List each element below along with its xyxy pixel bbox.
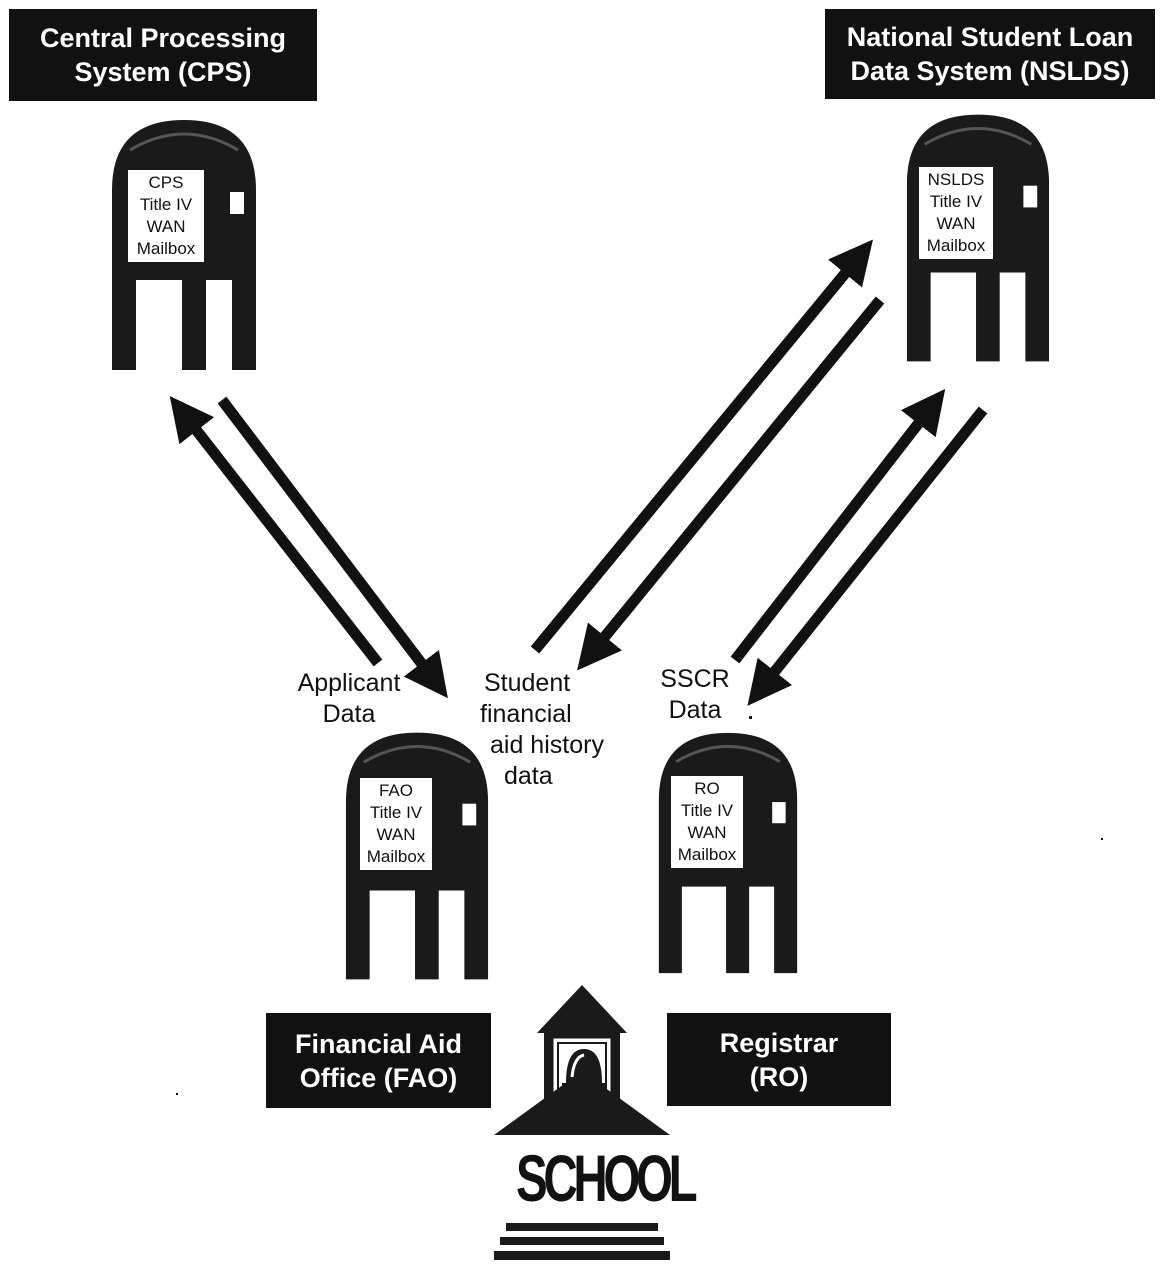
- mailbox-text-0: FAO: [378, 781, 413, 800]
- school-building: SCHOOL: [492, 985, 698, 1270]
- mailbox-text-3: Mailbox: [136, 239, 196, 258]
- mailbox-text-0: CPS: [148, 173, 184, 192]
- school-word: SCHOOL: [516, 1141, 698, 1215]
- flow-text-line: data: [504, 762, 553, 790]
- mailbox-text-2: WAN: [936, 214, 976, 233]
- ro-mailbox-label: RO Title IV WAN Mailbox: [671, 776, 743, 868]
- mailbox-text-1: Title IV: [369, 803, 423, 822]
- cps-title-line2: System (CPS): [74, 57, 252, 87]
- mailbox-text-0: RO: [694, 779, 720, 798]
- fao-mailbox-label: FAO Title IV WAN Mailbox: [360, 778, 432, 870]
- cps-mailbox-label: CPS Title IV WAN Mailbox: [128, 170, 204, 262]
- ro-office-line1: Registrar: [719, 1027, 839, 1058]
- arrow-applicant-to-cps: [169, 395, 383, 667]
- cps-mailbox: CPS Title IV WAN Mailbox: [108, 120, 260, 370]
- arrow-nslds-to-fao: [577, 296, 885, 671]
- arrow-nslds-to-ro: [747, 406, 988, 706]
- cps-title-box: Central Processing System (CPS): [9, 9, 317, 101]
- fao-office-box: Financial Aid Office (FAO): [266, 1013, 491, 1108]
- cps-title-line1: Central Processing: [39, 23, 287, 53]
- student-aid-history-label: Student financial aid history data: [468, 668, 628, 792]
- nslds-title-box: National Student Loan Data System (NSLDS…: [825, 9, 1155, 99]
- mailbox-text-3: Mailbox: [677, 845, 737, 864]
- speck: [1101, 838, 1103, 840]
- nslds-mailbox-label: NSLDS Title IV WAN Mailbox: [919, 167, 993, 259]
- fao-office-line1: Financial Aid: [294, 1028, 463, 1059]
- arrow-ro-to-nslds: [730, 388, 946, 664]
- mailbox-text-2: WAN: [146, 217, 186, 236]
- arrow-cps-to-fao: [217, 396, 448, 699]
- flow-text-line: SSCR: [660, 665, 730, 693]
- mailbox-text-1: Title IV: [139, 195, 193, 214]
- ro-mailbox: RO Title IV WAN Mailbox: [655, 726, 801, 980]
- fao-office-line2: Office (FAO): [299, 1062, 458, 1093]
- arrow-fao-to-nslds: [530, 239, 873, 654]
- flow-text-line: Student: [484, 669, 571, 697]
- ro-office-line2: (RO): [749, 1061, 809, 1092]
- speck: [749, 716, 752, 719]
- flow-text-line: Applicant: [297, 669, 401, 697]
- school-icon: [494, 985, 670, 1260]
- nslds-title-line2: Data System (NSLDS): [850, 56, 1130, 86]
- flow-text-line: Data: [668, 696, 722, 724]
- nslds-title-line1: National Student Loan: [846, 22, 1134, 52]
- mailbox-text-2: WAN: [687, 823, 727, 842]
- mailbox-text-1: Title IV: [680, 801, 734, 820]
- mailbox-text-0: NSLDS: [927, 170, 985, 189]
- flow-text-line: aid history: [490, 731, 604, 759]
- mailbox-text-3: Mailbox: [366, 847, 426, 866]
- applicant-data-label: Applicant Data: [283, 668, 415, 730]
- nslds-mailbox: NSLDS Title IV WAN Mailbox: [903, 113, 1053, 363]
- fao-mailbox: FAO Title IV WAN Mailbox: [342, 730, 492, 982]
- speck: [176, 1093, 178, 1095]
- mailbox-text-1: Title IV: [929, 192, 983, 211]
- flow-text-line: Data: [322, 700, 376, 728]
- flow-text-line: financial: [480, 700, 572, 728]
- mailbox-text-3: Mailbox: [926, 236, 986, 255]
- sscr-data-label: SSCR Data: [650, 664, 740, 726]
- mailbox-text-2: WAN: [376, 825, 416, 844]
- ro-office-box: Registrar (RO): [667, 1013, 891, 1106]
